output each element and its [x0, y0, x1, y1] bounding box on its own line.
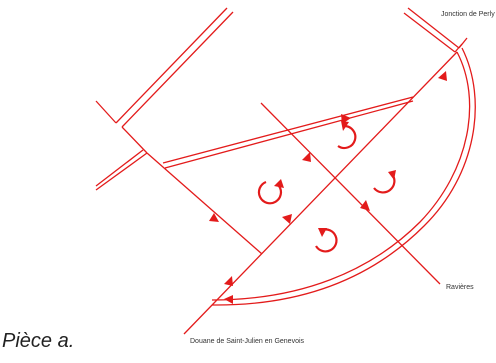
arrow-icon	[360, 200, 370, 211]
label-jonction-de-perly: Jonction de Perly	[441, 11, 495, 18]
rotation-symbols	[257, 121, 396, 253]
arrow-icon	[209, 213, 219, 222]
arrow-icon	[438, 71, 447, 81]
arrow-icon	[224, 276, 233, 286]
label-ravieres: Ravières	[446, 284, 474, 291]
motorway-top-left	[95, 7, 234, 191]
motorway-to-junction	[403, 7, 468, 53]
rotation-icon	[257, 179, 284, 205]
road-to-ravieres	[260, 102, 441, 285]
rotation-icon	[337, 121, 357, 150]
main-diagonal-road	[183, 51, 458, 335]
arrow-icon	[224, 295, 233, 304]
rotation-icon	[373, 170, 396, 194]
rotation-icon	[315, 228, 338, 253]
direction-arrows	[209, 71, 447, 304]
figure-caption: Pièce a.	[2, 330, 75, 352]
arrow-icon	[302, 152, 311, 162]
arrow-icon	[282, 214, 292, 224]
outer-loop-road	[211, 47, 476, 306]
slanted-road-west	[146, 152, 263, 255]
label-douane-saint-julien: Douane de Saint-Julien en Genevois	[190, 338, 305, 345]
upper-connector-road	[162, 96, 414, 169]
